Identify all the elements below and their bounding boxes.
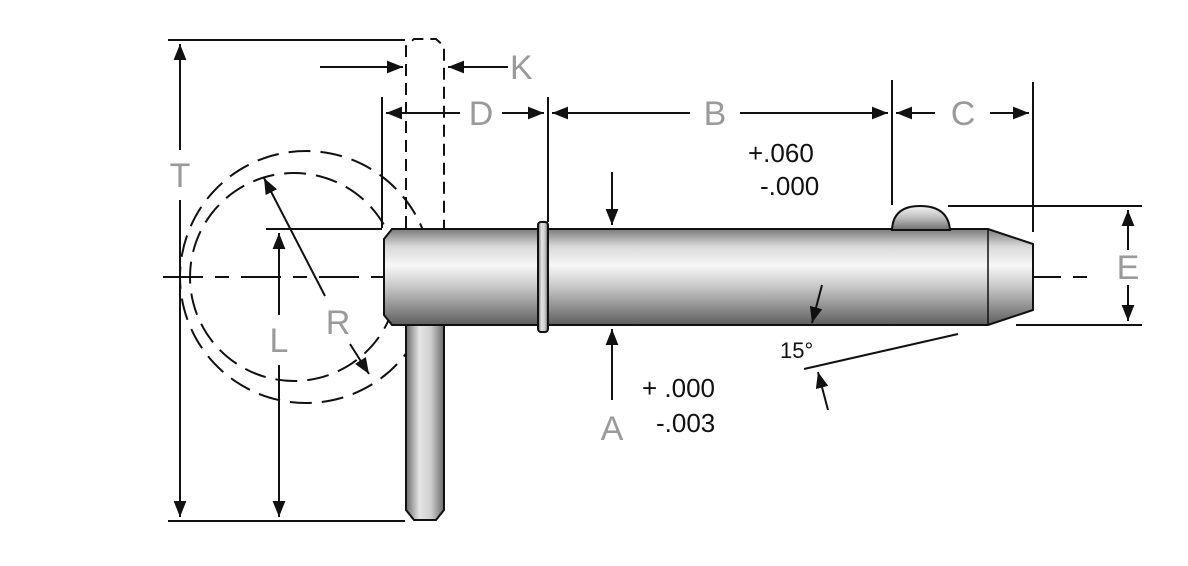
dimension-l [266, 228, 382, 517]
dimension-b [552, 80, 893, 205]
label-l: L [270, 322, 289, 360]
dimension-e [948, 205, 1142, 326]
tolerance-a-minus: -.003 [656, 408, 715, 438]
tolerance-b-minus: -.000 [760, 171, 819, 201]
pin-shaft [383, 228, 1034, 326]
locking-ball [890, 204, 952, 231]
label-e: E [1117, 249, 1140, 287]
collar [537, 221, 549, 333]
label-d: D [469, 95, 494, 133]
dimension-r [263, 177, 370, 375]
label-k: K [510, 49, 533, 87]
angle-label: 15° [780, 338, 813, 363]
handle [405, 317, 445, 521]
dimension-t [168, 39, 405, 522]
dimension-d [381, 97, 549, 228]
label-r: R [326, 304, 351, 342]
label-a: A [601, 410, 624, 448]
label-b: B [704, 95, 727, 133]
tolerance-a-plus: + .000 [642, 373, 715, 403]
label-c: C [951, 95, 976, 133]
angle-dimension [803, 284, 959, 411]
tolerance-b-plus: +.060 [748, 138, 814, 168]
label-t: T [170, 157, 191, 195]
handle-hidden-outline [405, 38, 445, 228]
